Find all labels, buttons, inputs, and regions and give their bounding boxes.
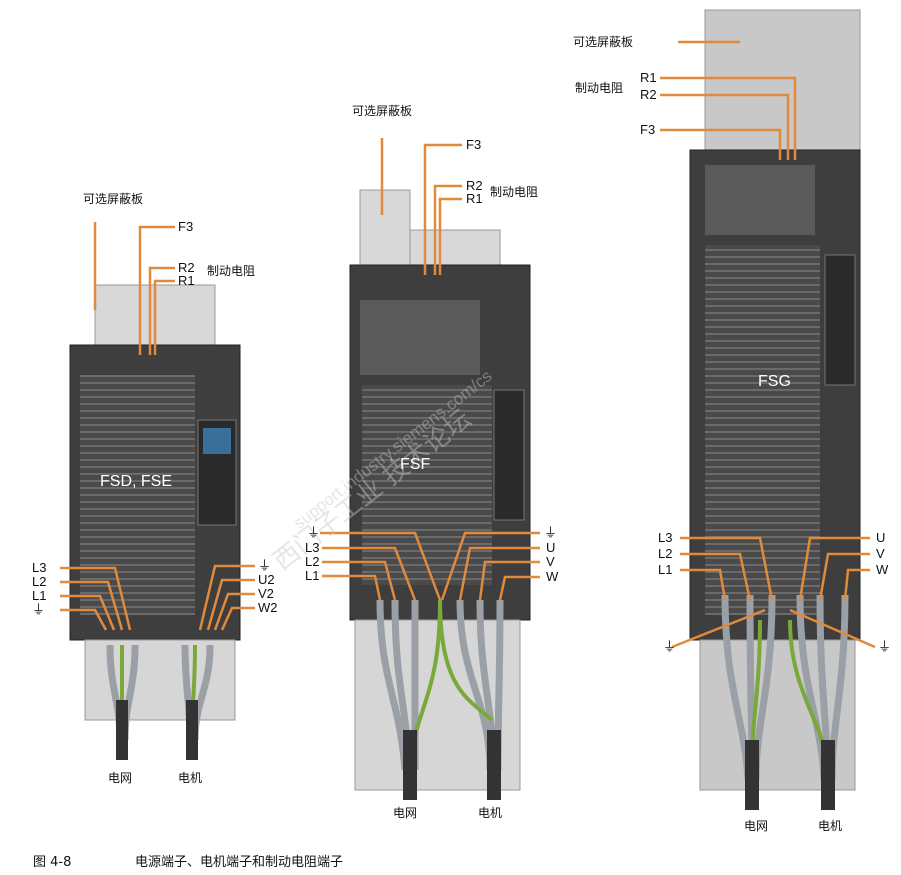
ground-icon: ⏚ xyxy=(307,525,321,540)
terminal-label: W xyxy=(546,569,559,584)
drive-fsd-fse xyxy=(69,284,241,760)
terminal-label: F3 xyxy=(178,219,194,234)
terminal-label: R2 xyxy=(466,178,483,193)
cable-label-mains: 电网 xyxy=(744,819,769,833)
leader-lines xyxy=(60,40,876,649)
terminal-label: F3 xyxy=(640,122,656,137)
terminal-label: U xyxy=(876,530,886,545)
cable-label-motor: 电机 xyxy=(178,771,203,785)
shield-label: 可选屏蔽板 xyxy=(83,192,144,206)
cable-label-mains: 电网 xyxy=(393,806,418,820)
terminal-label: L2 xyxy=(305,554,320,569)
terminal-label: L1 xyxy=(305,568,320,583)
ground-icon: ⏚ xyxy=(544,525,558,540)
ground-icon: ⏚ xyxy=(878,639,892,654)
terminal-label: R2 xyxy=(178,260,195,275)
figure-number: 图 4-8 xyxy=(33,855,72,870)
cable-label-motor: 电机 xyxy=(818,819,843,833)
cable-label-mains: 电网 xyxy=(108,771,133,785)
model-label: FSF xyxy=(400,456,431,473)
shield-label: 可选屏蔽板 xyxy=(573,35,634,49)
terminal-label: R1 xyxy=(178,273,195,288)
model-label: FSD, FSE xyxy=(100,473,173,490)
model-label: FSG xyxy=(758,373,791,390)
ground-icon: ⏚ xyxy=(258,558,272,573)
terminal-label: F3 xyxy=(466,137,482,152)
ground-icon: ⏚ xyxy=(663,639,677,654)
drive-fsg xyxy=(689,9,861,810)
terminal-label: V xyxy=(876,546,885,561)
terminal-label: W2 xyxy=(258,600,278,615)
terminal-label: R2 xyxy=(640,87,657,102)
terminal-label: R1 xyxy=(466,191,483,206)
terminal-label: V2 xyxy=(258,586,274,601)
brake-label: 制动电阻 xyxy=(575,81,624,95)
shield-label: 可选屏蔽板 xyxy=(352,104,413,118)
ground-icon: ⏚ xyxy=(32,602,46,617)
terminal-label: V xyxy=(546,554,555,569)
terminal-label: U xyxy=(546,540,556,555)
cable-label-motor: 电机 xyxy=(478,806,503,820)
terminal-label: R1 xyxy=(640,70,657,85)
terminal-label: L1 xyxy=(658,562,673,577)
terminal-label: L2 xyxy=(32,574,47,589)
brake-label: 制动电阻 xyxy=(490,185,539,199)
terminal-label: L2 xyxy=(658,546,673,561)
terminal-label: L3 xyxy=(658,530,673,545)
terminal-label: L3 xyxy=(305,540,320,555)
figure-caption: 电源端子、电机端子和制动电阻端子 xyxy=(135,855,344,870)
terminal-label: U2 xyxy=(258,572,275,587)
terminal-label: L3 xyxy=(32,560,47,575)
terminal-label: L1 xyxy=(32,588,47,603)
brake-label: 制动电阻 xyxy=(207,264,256,278)
terminal-label: W xyxy=(876,562,889,577)
